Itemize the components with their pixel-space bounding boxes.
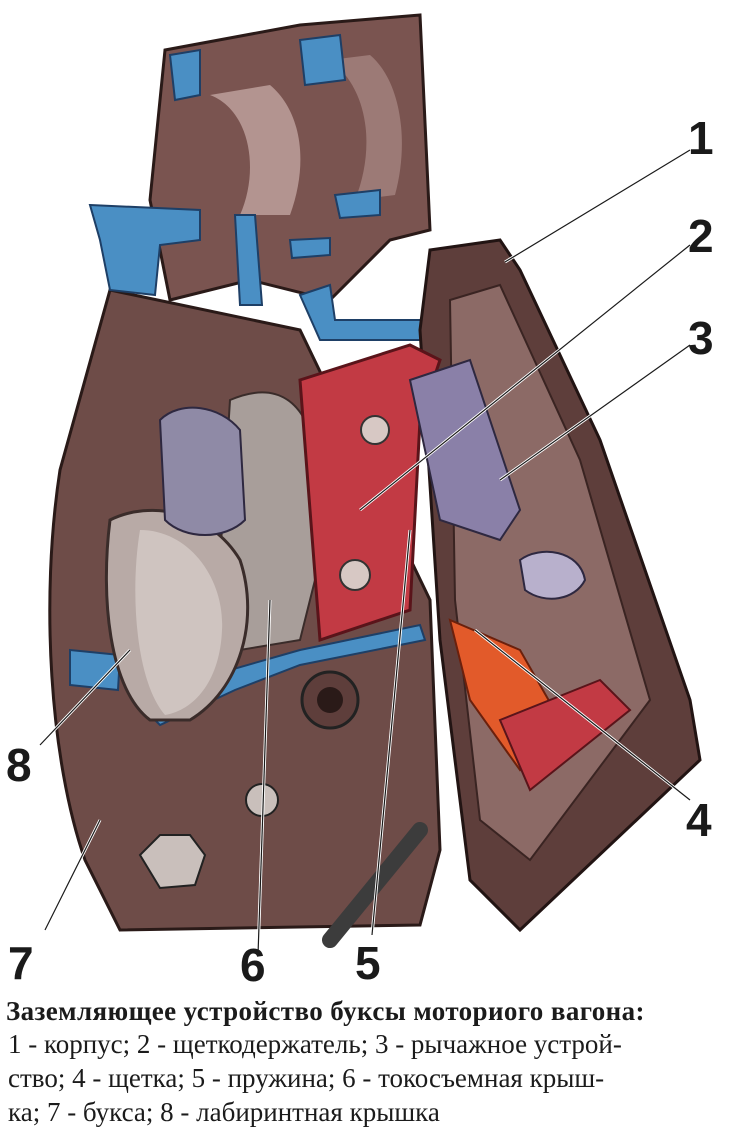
upper-frame-bore <box>210 85 301 215</box>
caption-line: ка; 7 - букса; 8 - лабиринтная крышка <box>8 1097 440 1127</box>
eye-bolt-hole <box>317 687 343 713</box>
grounding-device-illustration <box>38 13 702 956</box>
callout-6: 6 <box>240 939 266 991</box>
brush-bracket <box>498 678 632 792</box>
caption-title: Заземляющее устройство буксы моториого в… <box>6 996 645 1026</box>
callout-2: 2 <box>688 210 714 262</box>
holder-bolt-top <box>360 415 390 445</box>
callout-5: 5 <box>355 937 381 989</box>
ground-cable <box>322 822 428 948</box>
lever-device <box>408 358 522 542</box>
caption-line: 1 - корпус; 2 - щеткодержатель; 3 - рыча… <box>8 1029 622 1059</box>
lever-roller <box>518 550 587 600</box>
callout-4: 4 <box>686 794 712 846</box>
holder-bolt-bottom <box>339 559 371 591</box>
shaft-boss <box>158 406 247 536</box>
callout-7: 7 <box>8 937 34 989</box>
callout-3: 3 <box>688 312 714 364</box>
leader-lines-shadow <box>39 149 691 956</box>
blue-section-cuts <box>69 33 434 727</box>
caption-line: ство; 4 - щетка; 5 - пружина; 6 - токосъ… <box>8 1063 605 1093</box>
callout-8: 8 <box>6 739 32 791</box>
figure-caption: Заземляющее устройство буксы моториого в… <box>6 996 750 1129</box>
labyrinth-cover-face <box>135 530 223 715</box>
callout-1: 1 <box>688 112 714 164</box>
hex-bolt <box>138 834 207 890</box>
upper-frame-bore-right <box>330 55 402 200</box>
